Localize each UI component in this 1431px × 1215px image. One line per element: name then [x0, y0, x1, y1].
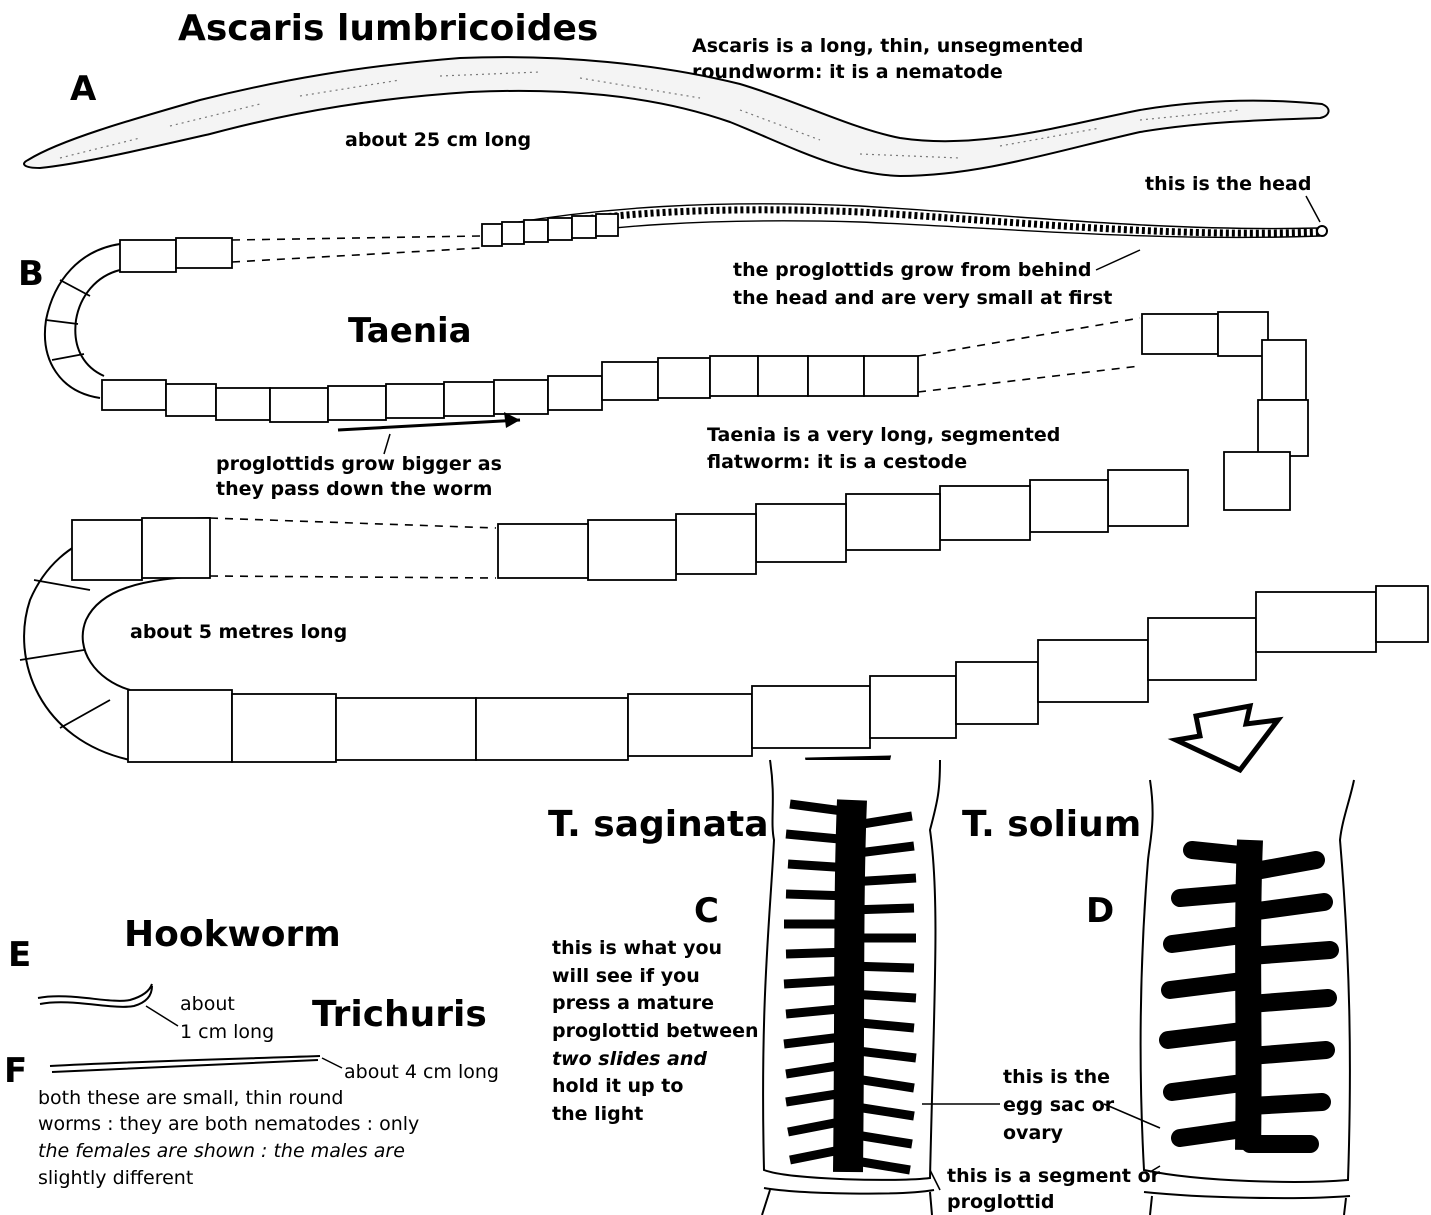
taenia-right-loop-segments: [498, 312, 1308, 580]
panel-letter-f: F: [4, 1051, 27, 1091]
ascaris-length: about 25 cm long: [345, 129, 531, 151]
trichuris-length-pointer: [322, 1058, 342, 1068]
panel-letter-a: A: [70, 69, 97, 109]
taenia-lower-left-loop-segments: [72, 518, 210, 580]
taenia-length: about 5 metres long: [130, 621, 347, 643]
growth-note-line-1: proglottids grow bigger as: [216, 453, 502, 475]
taenia-gap-lower: [210, 518, 496, 578]
panel-letter-c: C: [694, 891, 719, 931]
panel-letter-e: E: [8, 935, 31, 975]
taenia-description-line-1: Taenia is a very long, segmented: [707, 424, 1060, 446]
segment-label-line-2: proglottid: [947, 1191, 1054, 1213]
t-saginata-title: T. saginata: [548, 804, 769, 845]
taenia-head-label: this is the head: [1145, 173, 1311, 195]
t-saginata-note-line-2: will see if you: [552, 965, 700, 987]
t-solium-down-arrow: [1176, 706, 1278, 770]
hookworm-panel: E Hookworm about 1 cm long: [8, 914, 341, 1043]
panel-letter-d: D: [1086, 891, 1114, 931]
hookworm-length-line-2: 1 cm long: [180, 1021, 274, 1043]
trichuris-length: about 4 cm long: [344, 1061, 499, 1083]
t-saginata-panel: T. saginata C this is what you will see …: [548, 758, 940, 1215]
head-label-pointer: [1306, 196, 1320, 222]
t-solium-segment-join: [1144, 1192, 1350, 1215]
hookworm-illustration: [38, 984, 152, 1007]
t-solium-title: T. solium: [962, 804, 1141, 845]
hookworm-length-line-1: about: [180, 993, 235, 1015]
proglottid-note-line-2: the head and are very small at first: [733, 287, 1112, 309]
taenia-gap-top: [232, 236, 480, 262]
nematode-note-line-4: slightly different: [38, 1167, 193, 1189]
trichuris-title: Trichuris: [312, 994, 487, 1035]
taenia-title: Taenia: [348, 311, 472, 351]
ascaris-worm-illustration: [24, 57, 1329, 176]
t-saginata-note-line-5: two slides and: [552, 1048, 707, 1070]
ascaris-description-line-2: roundworm: it is a nematode: [692, 61, 1003, 83]
taenia-description-line-2: flatworm: it is a cestode: [707, 451, 967, 473]
taenia-lower-left-dividers: [20, 580, 110, 728]
t-saginata-note-line-7: the light: [552, 1103, 643, 1125]
taenia-upper-left-segments: [120, 214, 618, 272]
ascaris-title: Ascaris lumbricoides: [178, 8, 598, 49]
panel-letter-b: B: [18, 254, 44, 294]
egg-sac-label-line-1: this is the: [1003, 1066, 1110, 1088]
growth-note-pointer: [384, 434, 390, 454]
t-saginata-note-line-3: press a mature: [552, 992, 714, 1014]
taenia-gap-middle: [918, 318, 1140, 392]
hookworm-title: Hookworm: [124, 914, 341, 955]
segment-label-line-1: this is a segment or: [947, 1165, 1161, 1187]
proglottid-note-pointer: [1096, 250, 1140, 270]
hookworm-length-pointer: [146, 1006, 178, 1026]
ascaris-description-line-1: Ascaris is a long, thin, unsegmented: [692, 35, 1083, 57]
t-saginata-note-line-6: hold it up to: [552, 1075, 683, 1097]
t-saginata-note-line-1: this is what you: [552, 937, 722, 959]
nematode-note-line-1: both these are small, thin round: [38, 1087, 344, 1109]
t-saginata-segment-join: [762, 1188, 934, 1215]
egg-sac-label-line-3: ovary: [1003, 1122, 1064, 1144]
t-saginata-note-line-4: proglottid between: [552, 1020, 759, 1042]
t-solium-panel: T. solium D this is the egg sac or ovary…: [922, 706, 1354, 1215]
egg-sac-label-line-2: egg sac or: [1003, 1094, 1115, 1116]
ascaris-panel: Ascaris lumbricoides A Ascaris is a long…: [24, 8, 1329, 176]
taenia-middle-row-segments: [102, 356, 918, 422]
trichuris-illustration: [50, 1056, 320, 1072]
taenia-head-scolex: [1317, 226, 1327, 236]
taenia-left-loop-dividers: [46, 280, 90, 360]
taenia-panel: B Taenia this is the head the proglottid…: [18, 173, 1428, 762]
growth-note-line-2: they pass down the worm: [216, 478, 492, 500]
growth-arrow: [338, 420, 520, 430]
nematode-note-line-2: worms : they are both nematodes : only: [38, 1113, 419, 1135]
nematode-note-line-3: the females are shown : the males are: [38, 1140, 405, 1162]
proglottid-note-line-1: the proglottids grow from behind: [733, 259, 1091, 281]
